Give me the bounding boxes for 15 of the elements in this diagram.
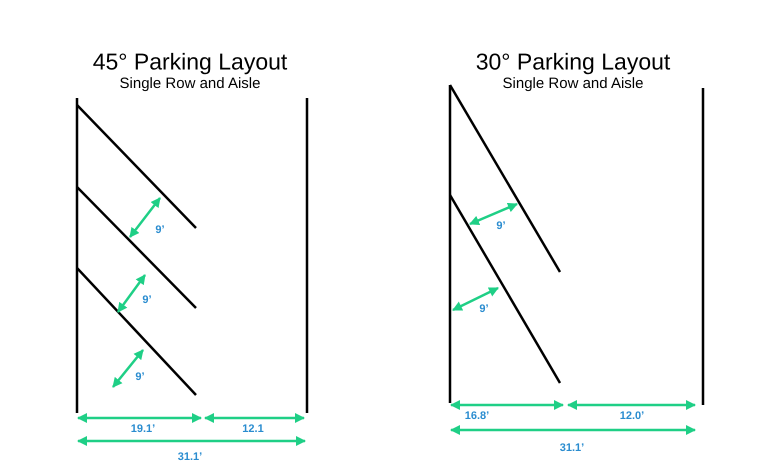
- dimension-label: 9’: [155, 224, 165, 236]
- dimension-label: 31.1’: [178, 450, 202, 464]
- dimension-label: 19.1’: [130, 422, 156, 436]
- dimension-label: 31.1’: [560, 442, 584, 454]
- layout-heading: 45° Parking Layout: [92, 49, 288, 75]
- layout-subheading: Single Row and Aisle: [502, 76, 644, 92]
- dimension-label: 16.8’: [464, 410, 490, 422]
- dimension-label: 12.0’: [620, 410, 644, 422]
- dimension-label: 9’: [496, 220, 506, 232]
- dimension-label: 12.1: [242, 422, 264, 436]
- layout-subheading: Single Row and Aisle: [120, 76, 260, 92]
- dimension-label: 9’: [142, 294, 152, 306]
- dimension-label: 9’: [479, 302, 489, 316]
- layout-heading: 30° Parking Layout: [476, 49, 670, 75]
- dimension-label: 9’: [135, 370, 145, 384]
